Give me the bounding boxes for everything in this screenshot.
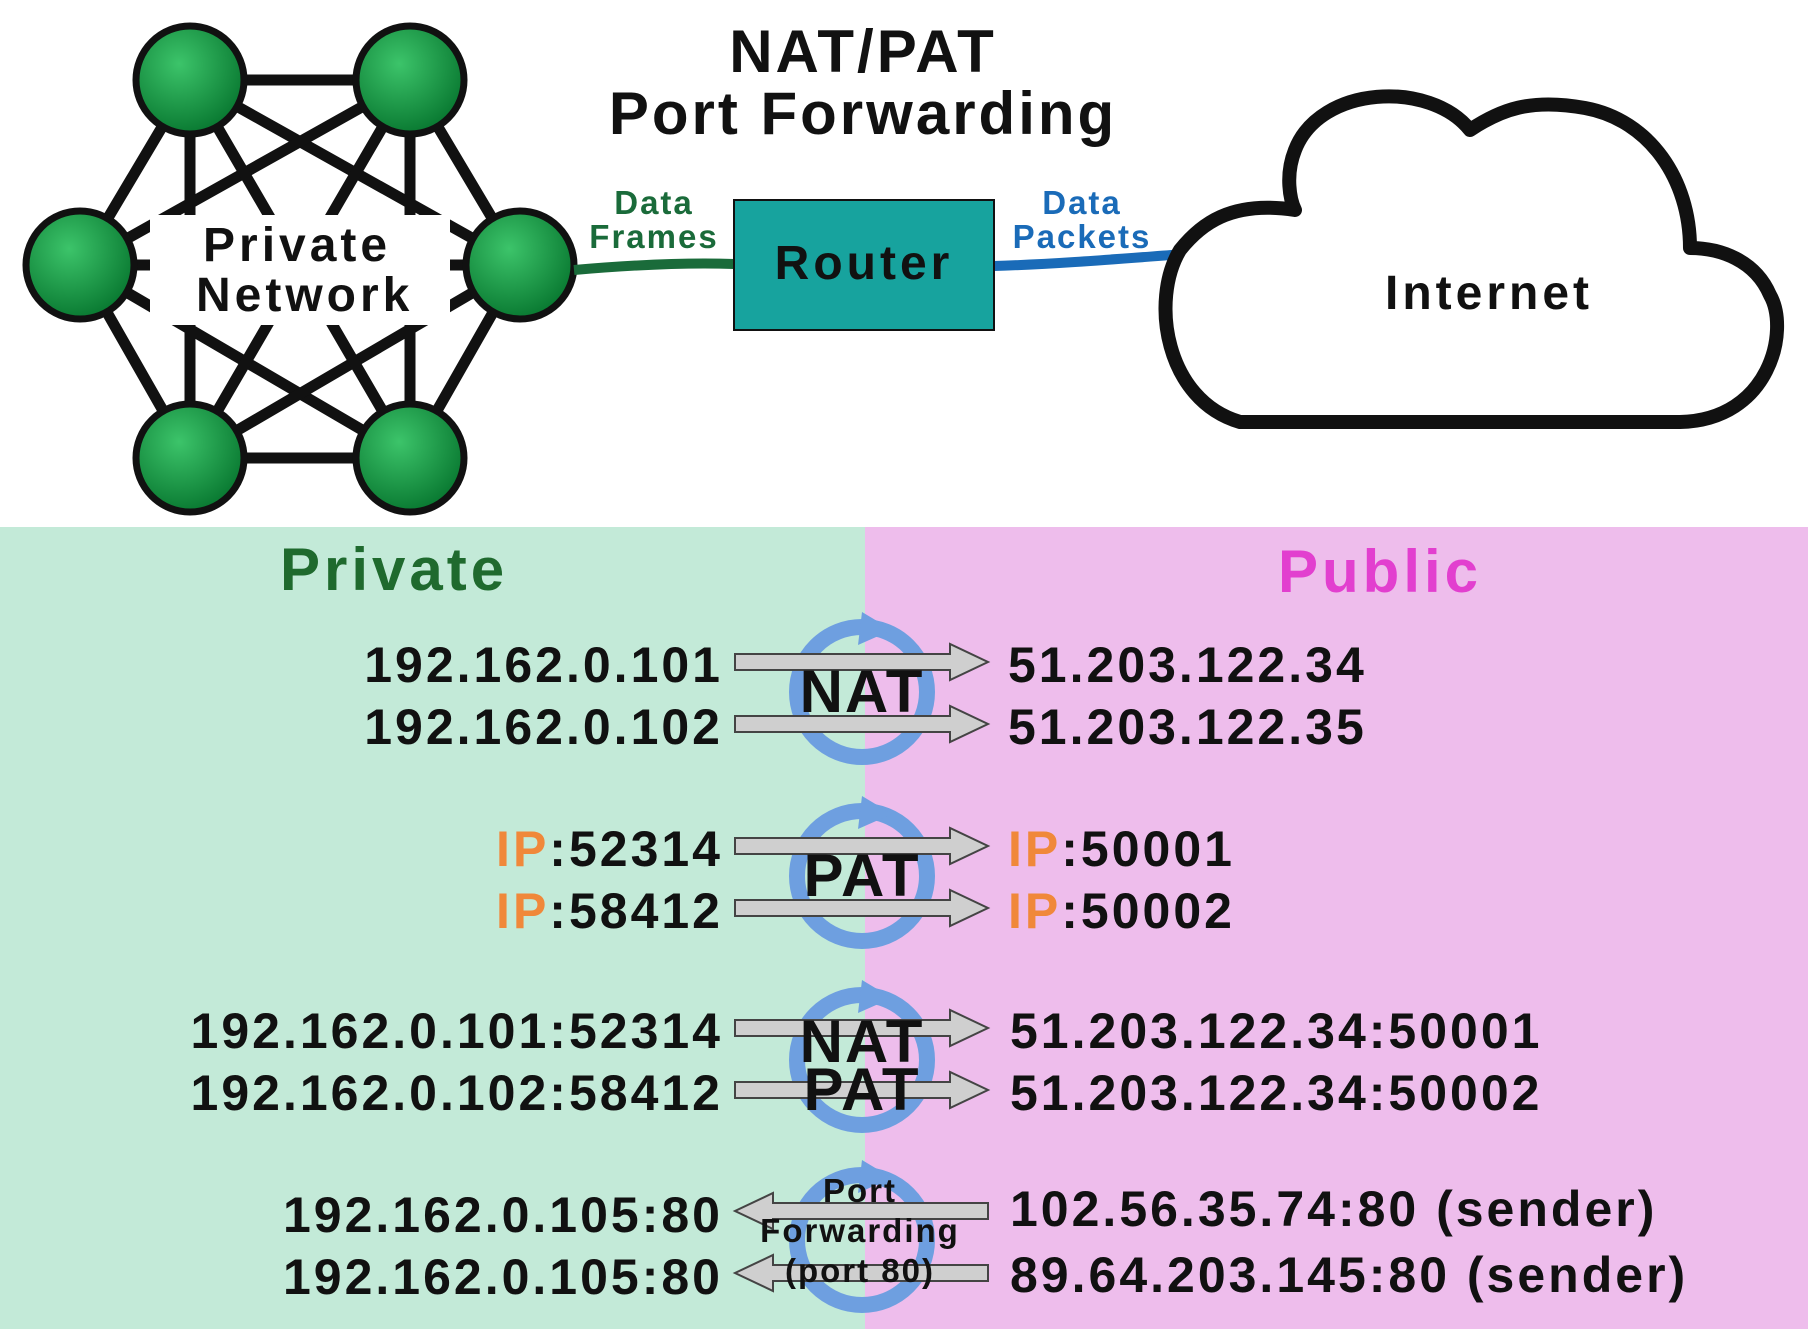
title-line-1: NAT/PAT bbox=[729, 18, 997, 85]
natpat-arrow-1 bbox=[734, 1008, 991, 1048]
nat-arrow-2 bbox=[734, 704, 991, 744]
natpat-private-1: 192.162.0.101:52314 bbox=[190, 1003, 723, 1059]
private-panel bbox=[0, 527, 865, 1329]
pat-public-2: IP:50002 bbox=[1008, 883, 1235, 939]
packets-label-line-1: Data bbox=[1042, 184, 1122, 221]
packets-link bbox=[993, 249, 1186, 271]
nat-arrow-1 bbox=[734, 642, 991, 682]
private-heading: Private bbox=[280, 536, 509, 603]
internet-label: Internet bbox=[1385, 267, 1594, 320]
router-box bbox=[733, 199, 995, 331]
pf-public-1: 102.56.35.74:80 (sender) bbox=[1010, 1181, 1658, 1237]
packets-label-line-2: Packets bbox=[1012, 218, 1152, 255]
network-node bbox=[352, 400, 468, 516]
public-panel bbox=[865, 527, 1808, 1329]
pf-label-port80: (port 80) bbox=[785, 1252, 935, 1289]
frames-label-line-2: Frames bbox=[589, 218, 719, 255]
network-nodes bbox=[22, 22, 578, 516]
pat-label: PAT bbox=[803, 842, 921, 909]
pf-label-port: Port bbox=[823, 1172, 897, 1209]
natpat-public-2: 51.203.122.34:50002 bbox=[1010, 1065, 1543, 1121]
pat-arrow-1 bbox=[734, 826, 991, 866]
pf-public-2: 89.64.203.145:80 (sender) bbox=[1010, 1247, 1689, 1303]
network-node bbox=[22, 207, 138, 323]
network-node bbox=[352, 22, 468, 138]
title-line-2: Port Forwarding bbox=[608, 80, 1118, 147]
pat-arrow-2 bbox=[734, 888, 991, 928]
nat-private-1: 192.162.0.101 bbox=[364, 637, 723, 693]
frames-link bbox=[573, 258, 735, 275]
nat-public-2: 51.203.122.35 bbox=[1008, 699, 1367, 755]
internet-cloud bbox=[1158, 89, 1784, 429]
network-node bbox=[132, 22, 248, 138]
pat-public-1: IP:50001 bbox=[1008, 821, 1235, 877]
public-heading: Public bbox=[1278, 538, 1483, 605]
natpat-label-pat: PAT bbox=[803, 1056, 921, 1123]
pf-arrow-2 bbox=[732, 1253, 989, 1293]
pf-arrow-1 bbox=[732, 1191, 989, 1231]
pf-private-2: 192.162.0.105:80 bbox=[282, 1249, 723, 1305]
network-label-line-1: Private bbox=[203, 219, 392, 272]
frames-label-line-1: Data bbox=[614, 184, 694, 221]
network-label-bg bbox=[150, 215, 450, 325]
router-label: Router bbox=[774, 237, 954, 290]
network-node bbox=[132, 400, 248, 516]
pf-private-1: 192.162.0.105:80 bbox=[282, 1187, 723, 1243]
network-label-line-2: Network bbox=[196, 269, 414, 322]
natpat-private-2: 192.162.0.102:58412 bbox=[190, 1065, 723, 1121]
pf-label-forwarding: Forwarding bbox=[760, 1212, 960, 1249]
pat-private-2: IP:58412 bbox=[496, 883, 723, 939]
natpat-arrow-2 bbox=[734, 1070, 991, 1110]
natpat-label-nat: NAT bbox=[799, 1008, 925, 1075]
natpat-public-1: 51.203.122.34:50001 bbox=[1010, 1003, 1543, 1059]
pat-private-1: IP:52314 bbox=[496, 821, 723, 877]
nat-label: NAT bbox=[799, 658, 925, 725]
cycle-arrowheads bbox=[858, 612, 892, 1193]
nat-public-1: 51.203.122.34 bbox=[1008, 637, 1367, 693]
nat-private-2: 192.162.0.102 bbox=[364, 699, 723, 755]
translation-arrows bbox=[732, 642, 991, 1293]
